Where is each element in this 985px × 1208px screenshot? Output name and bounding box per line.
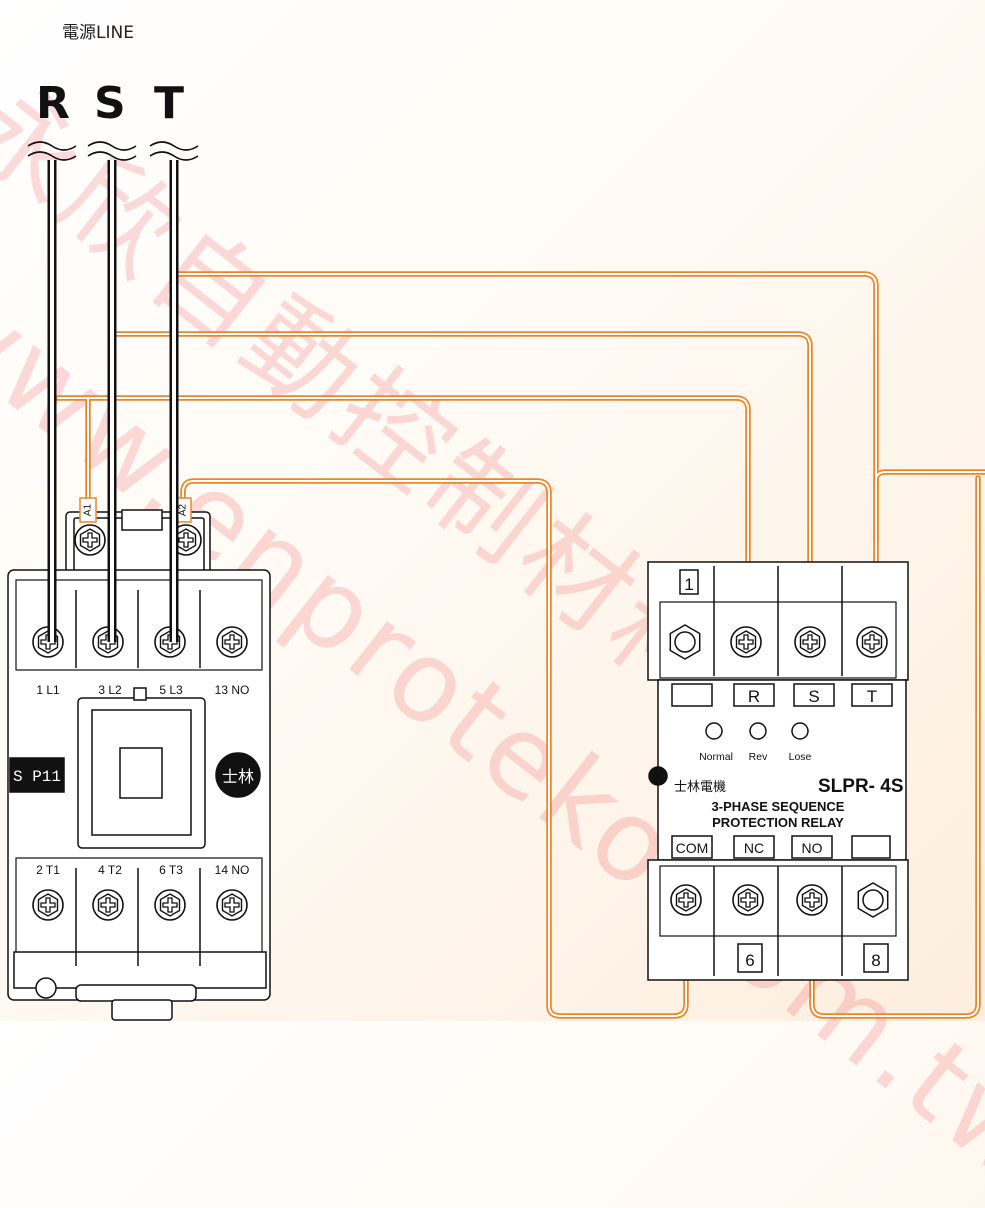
relay-desc-line2: PROTECTION RELAY xyxy=(712,815,844,830)
indicator-rev: Rev xyxy=(749,751,768,763)
relay-terminal-1: 1 xyxy=(684,575,693,594)
relay-terminal-6: 6 xyxy=(745,951,754,970)
protection-relay xyxy=(647,561,909,981)
coil-tags: A1 A2 xyxy=(79,497,192,523)
phase-label-t: T xyxy=(154,78,185,129)
relay-label-t: T xyxy=(867,687,877,706)
terminal-label-3l2: 3 L2 xyxy=(98,683,122,697)
relay-desc-line1: 3-PHASE SEQUENCE xyxy=(712,799,845,814)
terminal-label-14no: 14 NO xyxy=(215,863,250,877)
relay-label-nc: NC xyxy=(744,840,764,856)
terminal-label-2t1: 2 T1 xyxy=(36,863,60,877)
terminal-label-6t3: 6 T3 xyxy=(159,863,183,877)
coil-label-a2: A2 xyxy=(178,503,189,516)
phase-label-r: R xyxy=(36,78,70,129)
indicator-normal: Normal xyxy=(699,751,733,763)
relay-model: SLPR- 4S xyxy=(818,776,904,797)
relay-label-s: S xyxy=(808,687,819,706)
wiring-diagram: A1 A2 1 L1 3 L2 5 L3 13 NO 2 T1 4 T2 xyxy=(7,141,985,1021)
relay-label-r: R xyxy=(748,687,760,706)
relay-terminal-8: 8 xyxy=(871,951,880,970)
relay-label-no: NO xyxy=(802,840,823,856)
terminal-label-13no: 13 NO xyxy=(215,683,250,697)
contactor-logo: 士林 xyxy=(222,767,254,786)
indicator-lose: Lose xyxy=(789,751,812,763)
diagram-title: 電源LINE xyxy=(62,23,134,43)
wire-com xyxy=(873,469,985,543)
terminal-label-4t2: 4 T2 xyxy=(98,863,122,877)
control-wires xyxy=(55,271,985,1019)
terminal-label-5l3: 5 L3 xyxy=(159,683,183,697)
power-cables xyxy=(27,141,199,642)
phase-label-s: S xyxy=(94,78,126,129)
coil-label-a1: A1 xyxy=(83,503,94,516)
contactor-model: S P11 xyxy=(13,768,61,786)
terminal-label-1l1: 1 L1 xyxy=(36,683,60,697)
contactor xyxy=(7,509,271,1021)
relay-label-com: COM xyxy=(676,840,709,856)
relay-brand: 士林電機 xyxy=(674,780,726,795)
